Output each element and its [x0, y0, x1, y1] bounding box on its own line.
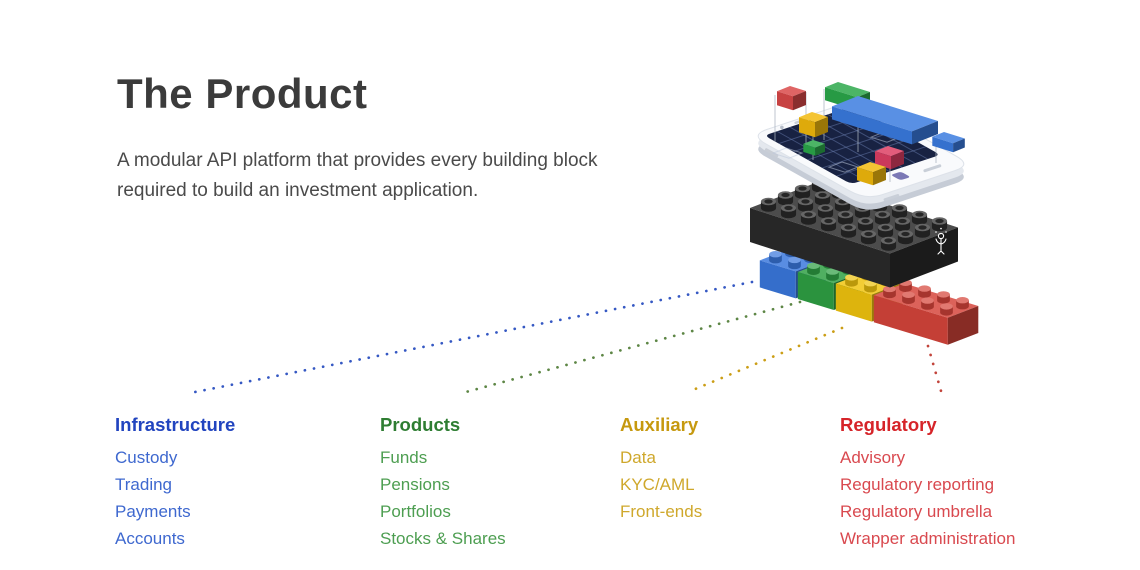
category-item: Wrapper administration — [840, 529, 1016, 548]
category-title: Auxiliary — [620, 414, 699, 435]
category-title: Products — [380, 414, 461, 435]
category-item: Funds — [380, 448, 428, 467]
category-column-regulatory: Regulatory Advisory Regulatory reporting… — [840, 414, 1015, 552]
category-item: Custody — [115, 448, 178, 467]
category-item: Data — [620, 448, 656, 467]
category-item: Pensions — [380, 475, 450, 494]
category-item: Advisory — [840, 448, 906, 467]
category-item: Portfolios — [380, 502, 451, 521]
category-item: Regulatory umbrella — [840, 502, 993, 521]
category-item: Payments — [115, 502, 191, 521]
category-column-products: Products Funds Pensions Portfolios Stock… — [380, 414, 506, 552]
smartphone-illustration — [757, 82, 965, 210]
category-column-auxiliary: Auxiliary Data KYC/AML Front-ends — [620, 414, 702, 525]
category-item: KYC/AML — [620, 475, 695, 494]
category-item: Stocks & Shares — [380, 529, 506, 548]
category-item: Trading — [115, 475, 173, 494]
category-column-infrastructure: Infrastructure Custody Trading Payments … — [115, 414, 235, 552]
category-item: Front-ends — [620, 502, 703, 521]
category-title: Regulatory — [840, 414, 937, 435]
category-connector-lines — [188, 280, 943, 395]
category-title: Infrastructure — [115, 414, 236, 435]
page-title: The Product — [117, 70, 368, 117]
page-description: A modular API platform that provides eve… — [117, 150, 598, 201]
category-item: Accounts — [115, 529, 185, 548]
category-item: Regulatory reporting — [840, 475, 995, 494]
